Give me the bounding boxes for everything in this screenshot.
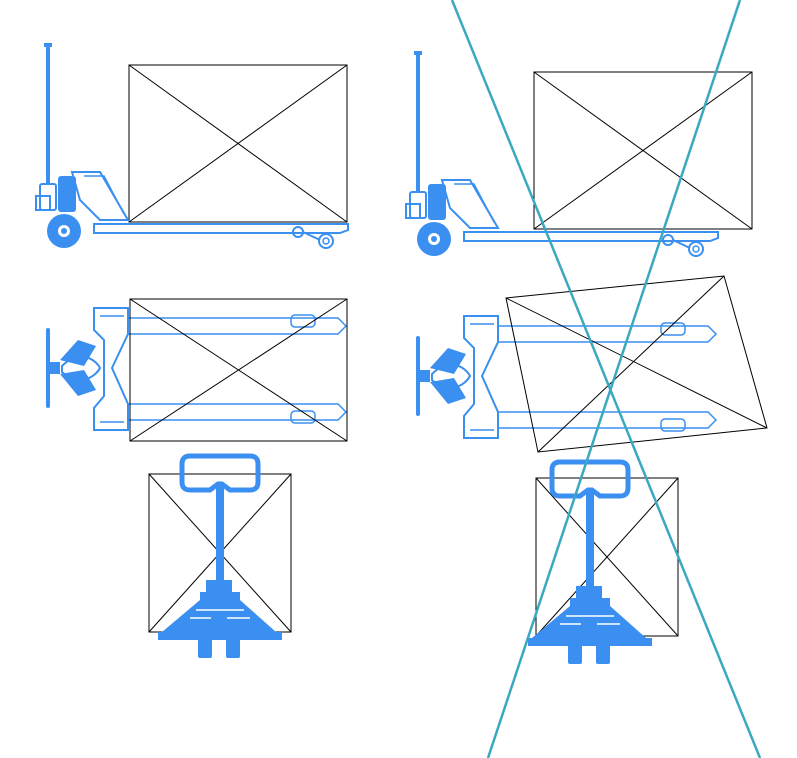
side-view-incorrect [405,50,753,257]
pallet-truck-top-icon [45,307,347,431]
pallet-truck-front-icon [528,462,652,664]
incorrect-usage-panel [405,0,768,758]
pallet-truck-top-icon [415,315,717,439]
front-view-incorrect [528,462,679,664]
front-view-correct [148,456,292,658]
cargo-box-side [128,64,348,223]
correct-usage-panel [35,42,349,658]
cargo-box-top-rotated [505,275,768,453]
pallet-truck-side-icon [405,50,719,257]
top-view-correct [45,298,348,442]
top-view-incorrect [415,275,768,453]
cargo-box-side [533,71,753,230]
cargo-box-top [129,298,348,442]
cross-out-mark [450,0,762,758]
side-view-correct [35,42,349,249]
pallet-truck-front-icon [158,456,282,658]
pallet-truck-side-icon [35,42,349,249]
